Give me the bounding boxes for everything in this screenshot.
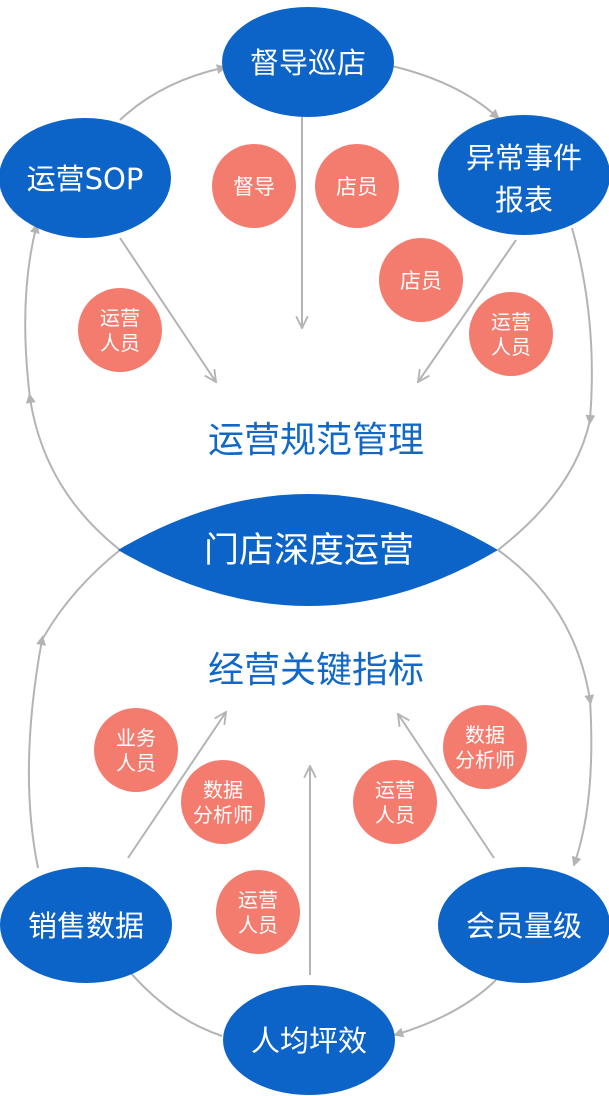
center-hub: 门店深度运营 [118,494,498,606]
badge-ops-staff-right-line2: 人员 [491,335,531,359]
arc-membership-to-efficiency [393,979,497,1038]
badge-data-analyst-left-line2: 分析师 [193,803,253,827]
center-lens-shape [118,494,498,606]
top-section-title: 运营规范管理 [208,420,424,461]
badge-data-analyst-left-line1: 数据 [203,778,243,802]
node-sales-data-label: 销售数据 [28,909,144,943]
badge-ops-staff-left-line2: 人员 [100,331,140,355]
arc-sales-to-center-lower [27,635,47,869]
badge-business-staff-line2: 人员 [116,751,156,775]
badge-clerk-left-label: 店员 [336,175,378,199]
badge-supervisor-label: 督导 [233,175,275,199]
badge-ops-staff-bottom-line1: 运营 [238,888,278,912]
arc-center-to-sop-lower [25,393,121,551]
badge-ops-staff-mid-right: 运营 人员 [353,760,437,844]
badge-ops-staff-mid-right-line1: 运营 [375,778,415,802]
badge-ops-staff-bottom: 运营 人员 [216,870,300,954]
node-membership-level: 会员量级 [438,867,609,983]
arrow-membership-to-kpi [398,714,495,859]
badge-business-staff: 业务 人员 [94,708,178,792]
badge-data-analyst-right-line1: 数据 [465,723,505,747]
arc-report-to-center-tail [497,419,591,551]
badge-ops-staff-left-line1: 运营 [100,306,140,330]
node-per-sqm-efficiency-label: 人均坪效 [251,1024,367,1058]
arc-report-to-center [571,227,596,425]
badge-data-analyst-right: 数据 分析师 [443,705,527,789]
inner-arrows [119,112,517,975]
node-supervision-label: 督导巡店 [250,46,366,80]
badge-ops-staff-mid-right-line2: 人员 [375,803,415,827]
top-loop-arcs [24,64,596,551]
center-label: 门店深度运营 [204,531,414,571]
node-anomaly-report-line1: 异常事件 [466,141,582,175]
arrow-report-to-title [418,239,517,382]
node-anomaly-report-line2: 报表 [495,183,553,217]
arc-sop-to-supervision [119,64,227,121]
badge-clerk-left: 店员 [315,144,399,228]
badge-clerk-right: 店员 [379,238,463,322]
arc-sales-to-center-upper [41,549,121,641]
bottom-section-title: 经营关键指标 [208,650,424,691]
node-sales-data: 销售数据 [0,867,172,983]
badge-ops-staff-right: 运营 人员 [469,292,553,376]
node-anomaly-report: 异常事件 报表 [438,115,609,235]
badge-data-analyst-right-line2: 分析师 [455,748,515,772]
node-membership-level-label: 会员量级 [466,909,582,943]
arc-center-to-membership-upper [497,549,595,705]
badge-ops-staff-right-line1: 运营 [491,310,531,334]
arrow-sales-to-kpi [127,712,226,859]
badge-business-staff-line1: 业务 [116,726,156,750]
badge-data-analyst-left: 数据 分析师 [181,760,265,844]
badge-ops-staff-bottom-line2: 人员 [238,913,278,937]
arc-center-to-sop-upper [24,223,40,399]
badge-supervisor: 督导 [212,144,296,228]
arc-supervision-to-report [391,65,500,120]
badge-clerk-right-label: 店员 [400,269,442,293]
node-per-sqm-efficiency: 人均坪效 [223,985,395,1095]
badge-ops-staff-left: 运营 人员 [78,288,162,372]
node-operations-sop: 运营SOP [0,118,171,238]
node-operations-sop-label: 运营SOP [27,162,144,196]
arrow-sop-to-title [119,237,216,382]
node-supervision: 督导巡店 [222,7,394,117]
arc-center-to-membership-lower [571,699,593,867]
